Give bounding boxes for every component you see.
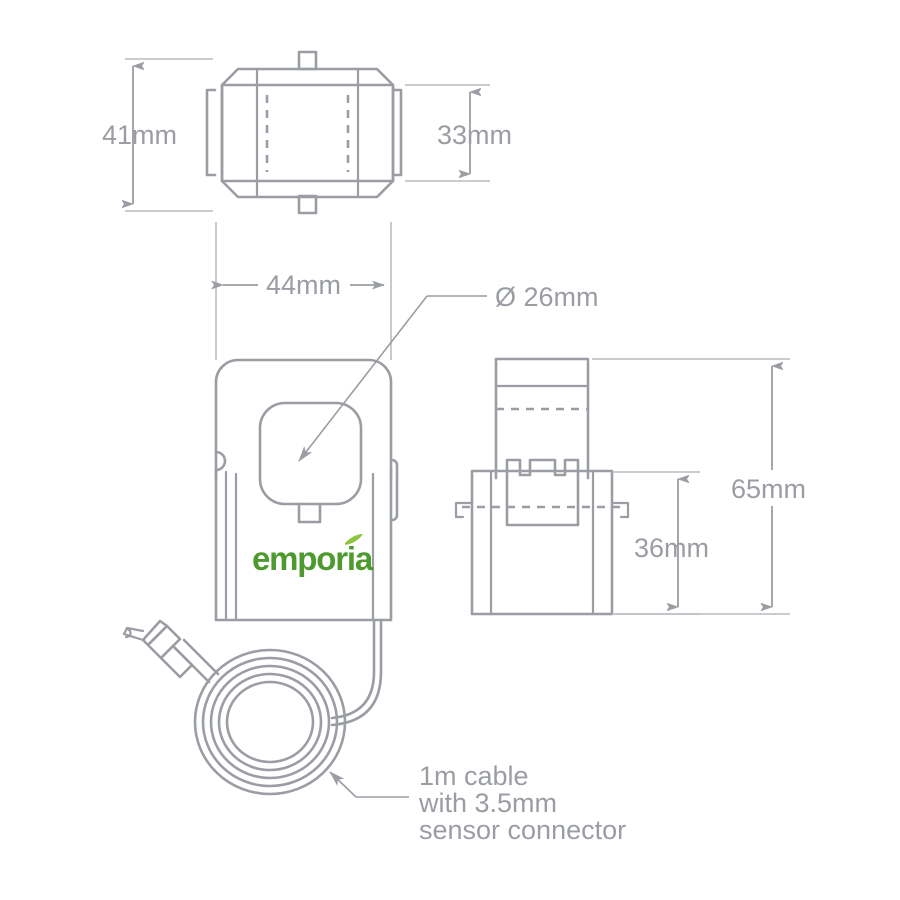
plug-tip xyxy=(122,626,145,642)
side-view-center-clip xyxy=(505,458,580,527)
top-view-right-ear xyxy=(391,88,403,177)
dimension-44mm: 44mm xyxy=(211,222,392,360)
plug-strain-relief xyxy=(159,644,194,679)
cable-coil-ring-5 xyxy=(225,680,315,764)
cable-callout-line-2: with 3.5mm xyxy=(418,788,557,818)
brand-wordmark-group: emporia xyxy=(252,534,375,577)
plug-tip-end xyxy=(124,627,132,639)
diameter-26mm-leader-diagonal xyxy=(298,295,428,462)
leaf-accent-icon xyxy=(345,534,363,545)
side-view-pin-left xyxy=(454,501,474,519)
top-view-left-ear xyxy=(205,88,217,177)
cable-callout: 1m cable with 3.5mm sensor connector xyxy=(329,761,626,845)
dimension-41mm-label: 41mm xyxy=(102,120,177,150)
cable-lead-outer xyxy=(330,618,376,720)
dimension-36mm-label: 36mm xyxy=(634,533,709,563)
dimension-41mm: 41mm xyxy=(102,58,213,212)
plug-body xyxy=(141,619,169,647)
side-view xyxy=(454,357,630,616)
cable-lead-inner xyxy=(330,618,383,727)
cable-coil-ring-4 xyxy=(217,672,323,772)
dimension-65mm-label: 65mm xyxy=(731,474,806,504)
front-view-hinge-knuckle xyxy=(214,450,227,472)
side-view-upper-jaw-top xyxy=(494,357,590,480)
dimension-36mm: 36mm xyxy=(612,471,709,615)
dimension-44mm-label: 44mm xyxy=(266,270,341,300)
cable-coil-ring-3 xyxy=(209,664,331,780)
dimension-65mm: 65mm xyxy=(592,358,821,615)
top-view-top-nub xyxy=(297,50,318,71)
top-view-bottom-nub xyxy=(297,194,318,215)
cable-callout-line-1: 1m cable xyxy=(419,761,529,791)
dimension-33mm-label: 33mm xyxy=(437,120,512,150)
side-view-lower-body xyxy=(470,469,614,616)
dimension-65mm-label-bg xyxy=(726,470,821,506)
cable-to-plug-inner xyxy=(182,638,220,676)
front-view-lower-body xyxy=(214,468,393,622)
front-view-upper-shell xyxy=(214,358,393,480)
top-view-body-outline xyxy=(220,67,395,199)
front-view-aperture xyxy=(258,401,363,506)
top-view xyxy=(205,50,403,215)
cable-callout-line-3: sensor connector xyxy=(419,815,626,845)
dimension-diameter-26mm: Ø 26mm xyxy=(298,282,599,462)
cable-coil-ring-2 xyxy=(201,656,339,788)
diameter-26mm-label: Ø 26mm xyxy=(495,282,599,312)
front-view: emporia xyxy=(214,358,399,622)
cable-view xyxy=(122,618,383,796)
front-view-latch xyxy=(390,458,399,522)
side-view-pin-right xyxy=(610,501,630,519)
front-view-aperture-tab xyxy=(297,502,322,524)
cable-coil-ring-1 xyxy=(193,648,347,796)
dimension-33mm: 33mm xyxy=(405,84,512,182)
cable-callout-leader-diagonal xyxy=(329,771,357,798)
dimension-44mm-label-bg xyxy=(258,268,350,302)
top-view-inner-rect xyxy=(220,83,395,183)
brand-wordmark: emporia xyxy=(252,540,374,577)
